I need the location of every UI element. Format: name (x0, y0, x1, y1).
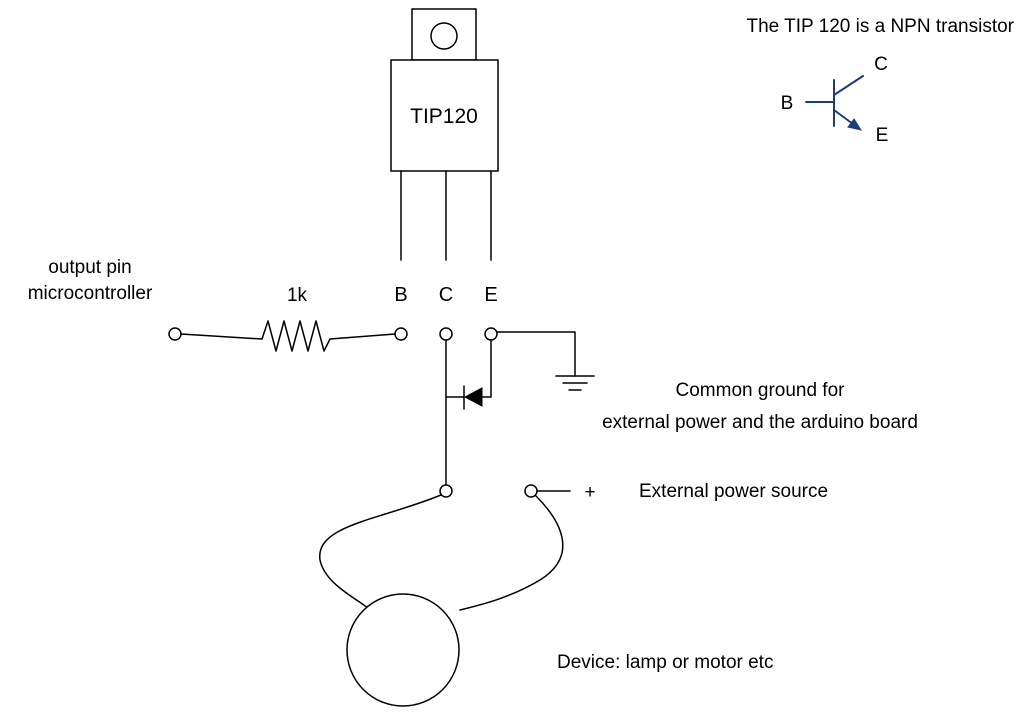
package-label: TIP120 (410, 105, 478, 128)
pin-label-e: E (484, 284, 497, 306)
ground-label-line2: external power and the arduino board (602, 412, 918, 433)
device-label: Device: lamp or motor etc (557, 652, 773, 673)
package-body (390, 59, 499, 172)
input-label-line1: output pin (48, 257, 131, 278)
tip120-package: TIP120 (390, 8, 499, 261)
wire-device-left (319, 494, 442, 611)
diode-triangle (463, 387, 483, 407)
wire-emitter-to-diode (481, 339, 492, 398)
terminal-device-minus (439, 484, 453, 498)
device-circle (346, 593, 460, 707)
pin-label-c: C (439, 284, 453, 306)
wire-device-right (459, 495, 564, 611)
npn-caption: The TIP 120 is a NPN transistor (746, 16, 1014, 37)
terminal-input (168, 327, 182, 341)
wire-resistor-to-base (329, 333, 396, 340)
power-plus-sign: + (584, 482, 595, 503)
symbol-label-c: C (874, 54, 888, 75)
symbol-label-e: E (876, 125, 889, 146)
power-label: External power source (639, 481, 828, 502)
symbol-collector-lead (833, 75, 864, 96)
symbol-emitter-lead (833, 109, 854, 125)
resistor-zigzag (261, 320, 331, 352)
terminal-emitter (484, 327, 498, 341)
package-mounting-hole (430, 22, 458, 50)
terminal-base (394, 327, 408, 341)
symbol-emitter-arrow (847, 118, 863, 131)
resistor-value: 1k (287, 285, 308, 306)
terminal-power-plus (524, 484, 538, 498)
pin-label-b: B (394, 284, 407, 306)
input-label-line2: microcontroller (28, 283, 153, 304)
terminal-collector (439, 327, 453, 341)
symbol-label-b: B (781, 93, 794, 114)
wire-input-to-resistor (180, 333, 263, 340)
npn-transistor-symbol (805, 75, 864, 131)
wire-emitter-to-ground (496, 331, 576, 377)
ground-label-line1: Common ground for (676, 380, 846, 401)
